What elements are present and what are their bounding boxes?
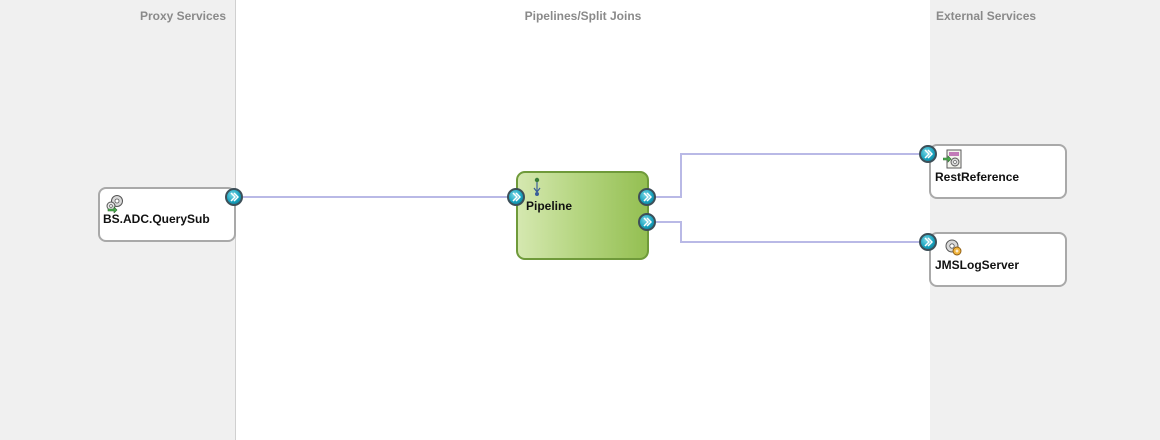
wire-pipeline-to-rest[interactable] <box>655 153 921 198</box>
gear-service-icon <box>106 195 123 213</box>
jms-service-icon <box>945 239 962 256</box>
pipeline-label: Pipeline <box>526 199 573 213</box>
pipeline-output-port-2[interactable] <box>638 213 656 231</box>
rest-reference-label: RestReference <box>935 170 1020 184</box>
external-services-lane: External Services <box>930 0 1160 440</box>
proxy-service-label: BS.ADC.QuerySub <box>103 212 210 226</box>
chevron-right-icon <box>643 192 652 202</box>
pipeline-flow-icon <box>533 177 541 196</box>
rest-reference-node[interactable]: RestReference <box>929 144 1067 199</box>
chevron-right-icon <box>924 237 933 247</box>
external-services-header: External Services <box>936 9 1037 23</box>
proxy-output-port[interactable] <box>225 188 243 206</box>
pipelines-header: Pipelines/Split Joins <box>524 9 642 23</box>
pipeline-output-port-1[interactable] <box>638 188 656 206</box>
rest-reference-input-port[interactable] <box>919 145 937 163</box>
chevron-right-icon <box>512 192 521 202</box>
chevron-right-icon <box>924 149 933 159</box>
jms-log-server-node[interactable]: JMSLogServer <box>929 232 1067 287</box>
chevron-right-icon <box>643 217 652 227</box>
rest-service-icon <box>943 149 962 169</box>
wire-pipeline-to-jms[interactable] <box>655 221 921 243</box>
proxy-services-header: Proxy Services <box>139 9 226 23</box>
chevron-right-icon <box>230 192 239 202</box>
jms-log-server-input-port[interactable] <box>919 233 937 251</box>
proxy-service-node[interactable]: BS.ADC.QuerySub <box>98 187 236 242</box>
pipeline-node[interactable]: Pipeline <box>516 171 649 260</box>
pipeline-input-port[interactable] <box>507 188 525 206</box>
jms-log-server-label: JMSLogServer <box>935 258 1020 272</box>
